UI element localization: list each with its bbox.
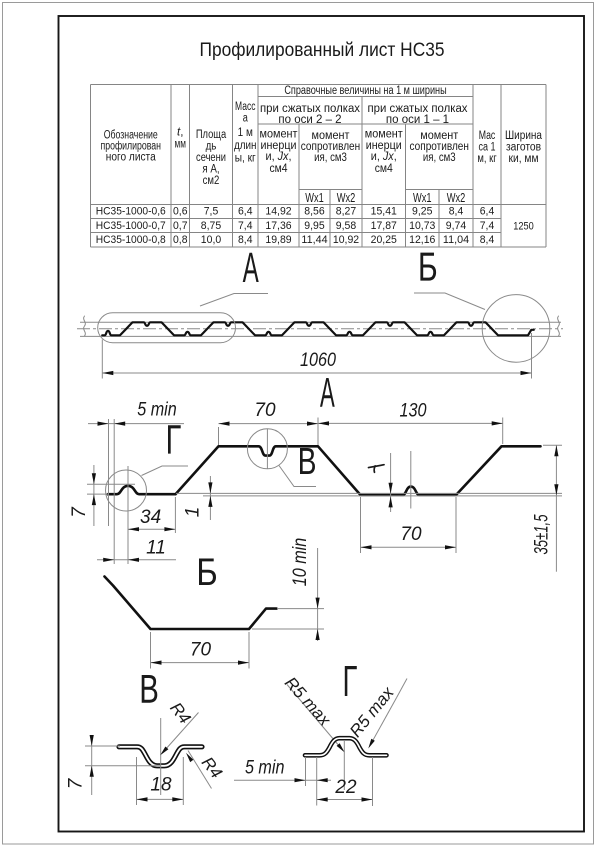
svg-text:8,75: 8,75 <box>201 220 221 232</box>
svg-text:м, кг: м, кг <box>477 153 496 165</box>
svg-text:сечени: сечени <box>196 152 226 164</box>
svg-text:17,87: 17,87 <box>371 220 397 232</box>
svg-text:11,44: 11,44 <box>301 234 327 246</box>
svg-text:1: 1 <box>183 507 204 518</box>
svg-text:18: 18 <box>150 775 172 796</box>
svg-text:Wx2: Wx2 <box>337 191 356 205</box>
svg-text:Площа: Площа <box>196 129 227 141</box>
svg-text:R5 max: R5 max <box>346 683 398 741</box>
svg-text:5 min: 5 min <box>137 398 176 420</box>
svg-text:момент: момент <box>420 130 459 142</box>
svg-text:7: 7 <box>66 777 87 789</box>
svg-text:ного листа: ного листа <box>106 151 156 163</box>
svg-text:ия, см3: ия, см3 <box>314 152 347 164</box>
svg-text:9,25: 9,25 <box>412 206 432 218</box>
svg-text:см4: см4 <box>269 163 288 175</box>
svg-text:дь: дь <box>206 140 217 152</box>
svg-text:инерци: инерци <box>366 140 402 152</box>
svg-text:Справочные величины на 1 м шир: Справочные величины на 1 м ширины <box>284 85 446 97</box>
svg-text:Wx2: Wx2 <box>447 191 466 205</box>
svg-text:R4: R4 <box>198 753 226 782</box>
svg-text:19,89: 19,89 <box>265 234 291 246</box>
svg-text:70: 70 <box>254 400 276 421</box>
svg-text:Профилированный лист НС35: Профилированный лист НС35 <box>200 39 445 61</box>
svg-text:НС35-1000-0,7: НС35-1000-0,7 <box>96 220 166 232</box>
svg-text:130: 130 <box>400 401 427 422</box>
svg-text:момент: момент <box>312 130 351 142</box>
svg-text:15,41: 15,41 <box>371 206 397 218</box>
svg-text:34: 34 <box>140 507 161 528</box>
svg-text:9,95: 9,95 <box>304 220 324 232</box>
svg-text:ки, мм: ки, мм <box>509 153 539 165</box>
svg-text:7,4: 7,4 <box>238 220 253 232</box>
svg-text:17,36: 17,36 <box>265 220 291 232</box>
svg-text:R5 max: R5 max <box>281 673 335 730</box>
svg-text:8,4: 8,4 <box>480 234 495 246</box>
svg-text:7: 7 <box>69 506 90 518</box>
svg-text:длин: длин <box>234 140 257 152</box>
svg-text:при сжатых полках: при сжатых полках <box>260 103 360 115</box>
svg-text:0,6: 0,6 <box>173 206 188 218</box>
svg-text:ы, кг: ы, кг <box>235 153 256 165</box>
svg-text:9,74: 9,74 <box>446 220 466 232</box>
svg-text:t,: t, <box>177 127 183 139</box>
svg-text:R4: R4 <box>166 699 194 728</box>
svg-text:инерци: инерци <box>261 140 297 152</box>
svg-text:14,92: 14,92 <box>265 206 291 218</box>
svg-text:22: 22 <box>334 777 357 798</box>
svg-text:Обозначение: Обозначение <box>104 130 158 142</box>
svg-text:70: 70 <box>190 640 212 661</box>
svg-text:я А,: я А, <box>202 163 219 175</box>
svg-text:а: а <box>243 113 249 125</box>
svg-text:мм: мм <box>175 139 186 151</box>
svg-text:ия, см3: ия, см3 <box>423 152 456 164</box>
svg-text:20,25: 20,25 <box>371 234 397 246</box>
svg-text:см2: см2 <box>203 175 220 187</box>
svg-text:профилирован: профилирован <box>101 140 162 152</box>
svg-text:8,4: 8,4 <box>449 206 464 218</box>
svg-text:0,7: 0,7 <box>173 220 188 232</box>
svg-text:момент: момент <box>365 129 404 141</box>
svg-text:10,92: 10,92 <box>333 234 359 246</box>
svg-text:1 м: 1 м <box>238 127 253 139</box>
svg-text:Масс: Масс <box>235 101 256 113</box>
svg-text:10,0: 10,0 <box>201 234 221 246</box>
svg-text:1250: 1250 <box>513 221 534 233</box>
svg-text:8,4: 8,4 <box>238 234 253 246</box>
svg-text:и, Jx,: и, Jx, <box>266 151 292 163</box>
svg-text:11: 11 <box>146 538 166 559</box>
svg-text:7,4: 7,4 <box>480 220 495 232</box>
svg-text:8,27: 8,27 <box>336 206 356 218</box>
svg-text:6,4: 6,4 <box>238 206 253 218</box>
svg-text:заготов: заготов <box>506 142 541 154</box>
svg-text:Ширина: Ширина <box>505 130 543 142</box>
svg-text:при сжатых полках: при сжатых полках <box>368 103 468 115</box>
svg-text:Wx1: Wx1 <box>413 191 432 205</box>
svg-text:35±1,5: 35±1,5 <box>532 514 553 554</box>
svg-text:сопротивлен: сопротивлен <box>410 141 469 153</box>
svg-text:11,04: 11,04 <box>443 234 469 246</box>
svg-text:6,4: 6,4 <box>480 206 495 218</box>
svg-text:са 1: са 1 <box>479 142 496 154</box>
svg-text:НС35-1000-0,8: НС35-1000-0,8 <box>96 234 166 246</box>
svg-text:по оси 2 – 2: по оси 2 – 2 <box>278 114 341 126</box>
svg-text:7,5: 7,5 <box>204 206 219 218</box>
svg-text:НС35-1000-0,6: НС35-1000-0,6 <box>96 206 166 218</box>
svg-text:10,73: 10,73 <box>409 220 435 232</box>
svg-text:0,8: 0,8 <box>173 234 188 246</box>
svg-text:70: 70 <box>400 524 422 545</box>
svg-text:1060: 1060 <box>300 349 336 371</box>
svg-text:Wx1: Wx1 <box>305 191 324 205</box>
svg-text:9,58: 9,58 <box>336 220 356 232</box>
svg-text:10 min: 10 min <box>289 538 311 586</box>
svg-text:момент: момент <box>260 129 299 141</box>
svg-text:8,56: 8,56 <box>304 206 324 218</box>
svg-text:Мас: Мас <box>479 130 496 142</box>
svg-text:по оси 1 – 1: по оси 1 – 1 <box>386 114 449 126</box>
svg-text:сопротивлен: сопротивлен <box>301 141 360 153</box>
svg-text:12,16: 12,16 <box>409 234 435 246</box>
svg-text:и, Jx,: и, Jx, <box>371 151 397 163</box>
svg-text:см4: см4 <box>375 163 394 175</box>
svg-text:5 min: 5 min <box>245 756 284 778</box>
